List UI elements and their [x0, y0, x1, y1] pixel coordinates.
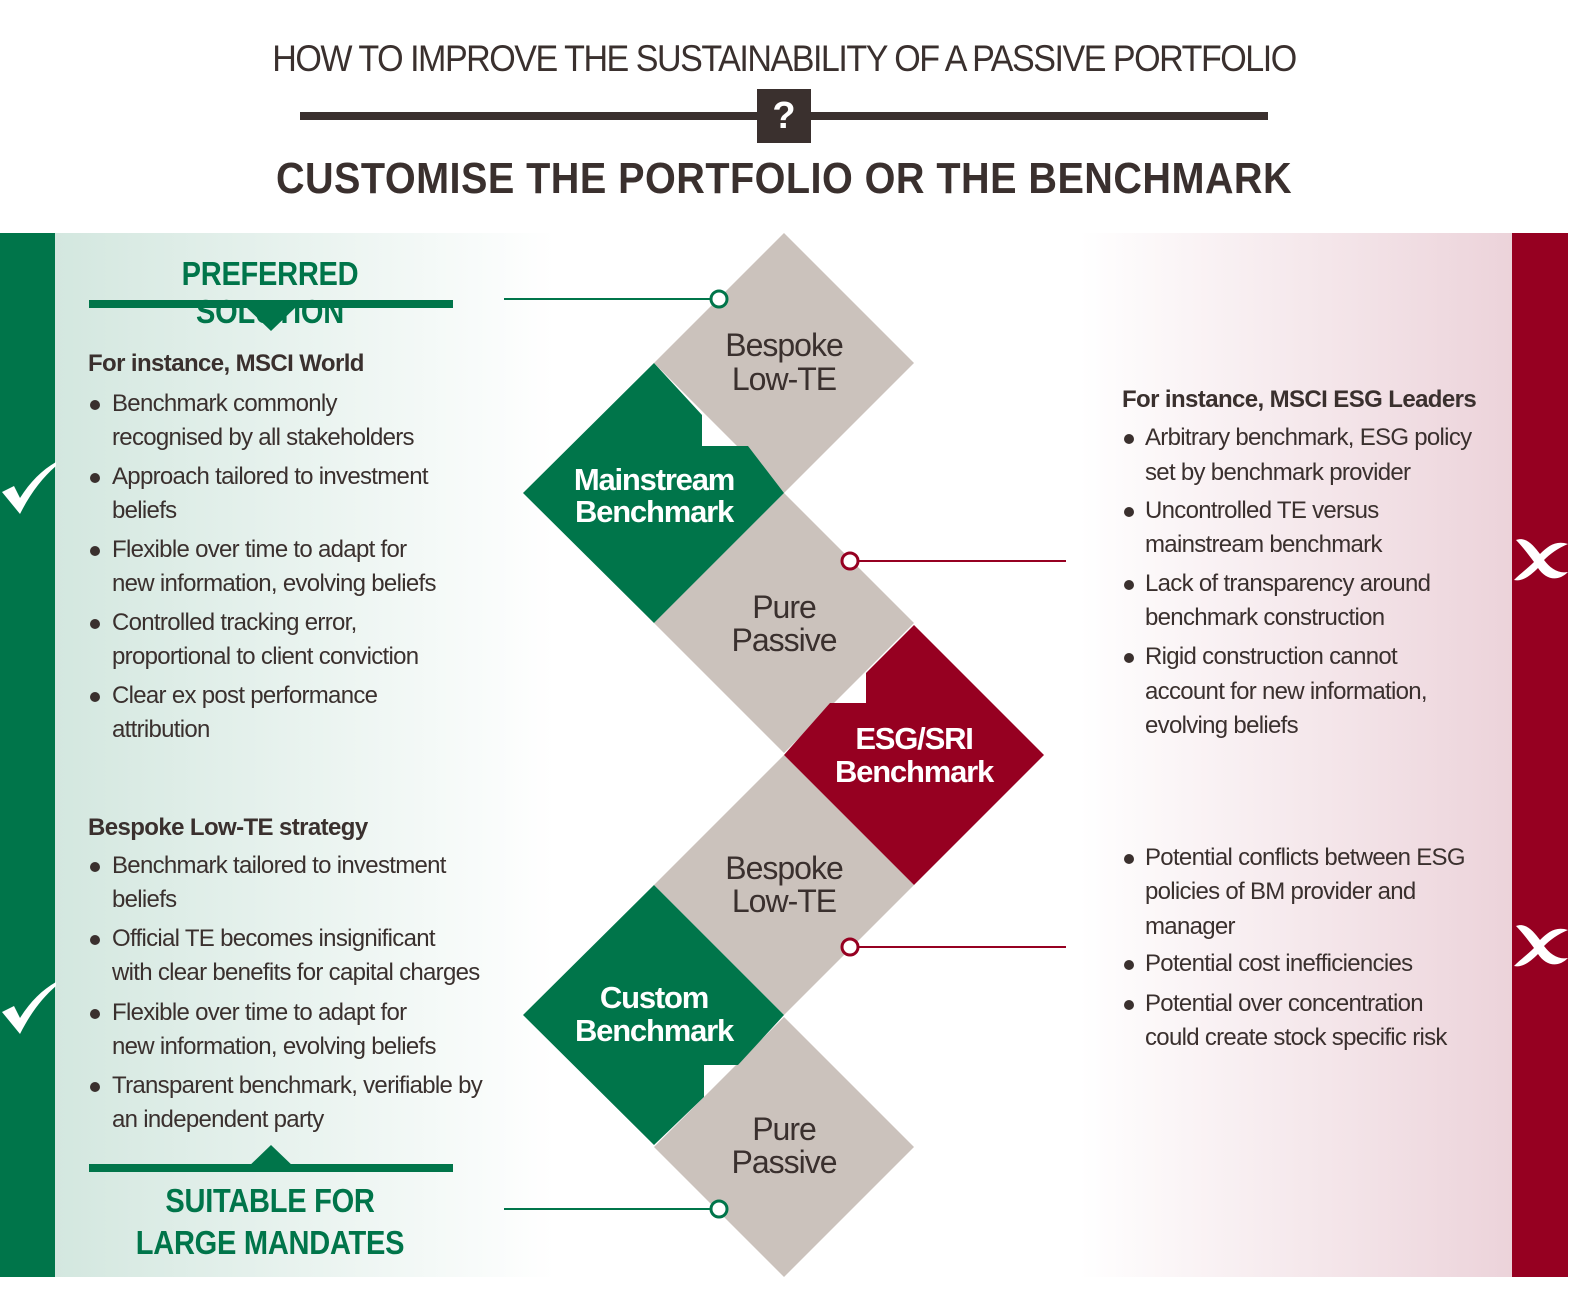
cross-icon: [1514, 539, 1568, 581]
bullet-text-line: with clear benefits for capital charges: [112, 959, 480, 986]
left-section-heading: For instance, MSCI World: [88, 350, 364, 377]
bullet-icon: [90, 546, 100, 556]
custom-benchmark-diamond: [523, 885, 784, 1145]
bullet-text-line: benchmark construction: [1145, 604, 1385, 631]
bullet-text-line: Rigid construction cannot: [1145, 643, 1398, 670]
large-mandates-divider: [89, 1164, 453, 1172]
esg-sri-benchmark-diamond: [784, 625, 1044, 885]
connector-node: [840, 551, 860, 571]
bullet-text-line: Flexible over time to adapt for: [112, 536, 407, 563]
bullet-text-line: Lack of transparency around: [1145, 570, 1431, 597]
bullet-icon: [90, 935, 100, 945]
bullet-text-line: Arbitrary benchmark, ESG policy: [1145, 424, 1472, 451]
bullet-icon: [1124, 960, 1134, 970]
up-pointer-icon: [246, 1145, 296, 1169]
connector-node: [709, 289, 729, 309]
bullet-text-line: Benchmark commonly: [112, 390, 338, 417]
mainstream-benchmark-diamond: [523, 363, 784, 623]
large-mandates-label-1: SUITABLE FOR: [165, 1182, 375, 1219]
bullet-text-line: Approach tailored to investment: [112, 463, 429, 490]
bullet-text-line: beliefs: [112, 497, 177, 524]
bullet-icon: [90, 400, 100, 410]
bullet-icon: [1124, 507, 1134, 517]
connector-node: [709, 1199, 729, 1219]
right-red-bar: [1512, 233, 1568, 1277]
bullet-text-line: Benchmark tailored to investment: [112, 852, 446, 879]
right-section-heading: For instance, MSCI ESG Leaders: [1122, 386, 1477, 413]
left-green-bar: [0, 233, 55, 1277]
bullet-icon: [90, 619, 100, 629]
bullet-text-line: attribution: [112, 716, 210, 743]
infographic-subtitle: CUSTOMISE THE PORTFOLIO OR THE BENCHMARK: [275, 154, 1293, 203]
bullet-icon: [90, 1009, 100, 1019]
preferred-solution-divider: [89, 300, 453, 308]
bullet-text-line: Uncontrolled TE versus: [1145, 497, 1379, 524]
bullet-text-line: mainstream benchmark: [1145, 531, 1382, 558]
bullet-text-line: set by benchmark provider: [1145, 459, 1411, 486]
bullet-text-line: evolving beliefs: [1145, 712, 1299, 739]
left-section-heading: Bespoke Low-TE strategy: [88, 814, 368, 841]
left-panel-background: [55, 233, 555, 1277]
infographic-title: HOW TO IMPROVE THE SUSTAINABILITY OF A P…: [272, 38, 1297, 79]
bullet-text-line: beliefs: [112, 886, 177, 913]
bullet-text-line: Transparent benchmark, verifiable by: [112, 1072, 483, 1099]
bullet-text-line: Official TE becomes insignificant: [112, 925, 436, 952]
bullet-text-line: proportional to client conviction: [112, 643, 419, 670]
bullet-text-line: new information, evolving beliefs: [112, 1033, 436, 1060]
bullet-text-line: Potential over concentration: [1145, 990, 1424, 1017]
bullet-icon: [90, 1082, 100, 1092]
right-panel-background: [1080, 233, 1512, 1277]
check-icon: [2, 462, 56, 514]
connector-node: [840, 937, 860, 957]
down-pointer-icon: [246, 307, 296, 331]
bullet-icon: [90, 862, 100, 872]
bullet-text-line: Potential conflicts between ESG: [1145, 844, 1466, 871]
bullet-icon: [1124, 653, 1134, 663]
cross-icon: [1514, 925, 1568, 967]
bullet-icon: [90, 473, 100, 483]
bullet-text-line: account for new information,: [1145, 678, 1428, 705]
question-mark-icon: ?: [757, 89, 811, 143]
bullet-text-line: policies of BM provider and: [1145, 878, 1416, 905]
large-mandates-label-2: LARGE MANDATES: [135, 1224, 405, 1261]
bullet-text-line: new information, evolving beliefs: [112, 570, 436, 597]
bullet-icon: [1124, 434, 1134, 444]
bullet-icon: [1124, 854, 1134, 864]
bullet-text-line: recognised by all stakeholders: [112, 424, 415, 451]
check-icon: [2, 982, 56, 1034]
bullet-text-line: Controlled tracking error,: [112, 609, 357, 636]
bullet-text-line: could create stock specific risk: [1145, 1024, 1447, 1051]
bullet-text-line: Potential cost inefficiencies: [1145, 950, 1413, 977]
bullet-icon: [1124, 1000, 1134, 1010]
bullet-icon: [1124, 580, 1134, 590]
bullet-icon: [90, 692, 100, 702]
bullet-text-line: an independent party: [112, 1106, 324, 1133]
bullet-text-line: manager: [1145, 913, 1236, 940]
bullet-text-line: Clear ex post performance: [112, 682, 378, 709]
bullet-text-line: Flexible over time to adapt for: [112, 999, 407, 1026]
